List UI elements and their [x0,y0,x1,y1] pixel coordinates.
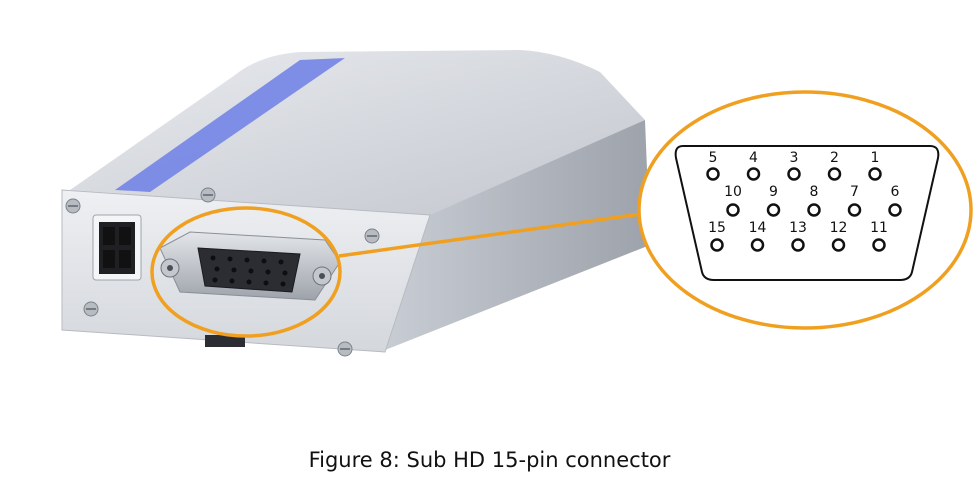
power-connector [92,214,142,281]
vga-connector [159,231,341,301]
pin-label: 9 [769,184,778,200]
pin-grid: 5 4 3 2 1 10 9 8 7 6 15 14 13 12 11 [706,150,902,252]
modem-top-surface [70,50,645,215]
screw-icon [65,198,81,214]
pin-label: 1 [871,150,880,166]
screw-icon [337,341,353,357]
pin-hole [710,238,724,252]
zoom-circle [637,90,973,330]
pin-hole [807,203,821,217]
pin-hole [766,203,781,217]
screw-icon [83,301,99,317]
modem-device [61,50,650,357]
pin-hole [787,167,801,181]
pin-label: 11 [870,220,888,236]
pin-label: 4 [749,150,758,166]
screw-icon [200,187,216,203]
pin-hole [750,238,765,252]
pin-hole [888,203,902,217]
modem-side-surface [380,120,650,352]
pin-label: 15 [708,220,726,236]
pin-hole [847,203,862,217]
pin-label: 10 [724,184,742,200]
callout-line [338,212,642,258]
screw-icon [364,228,380,244]
pin-hole [872,238,886,252]
bottom-clip [205,335,245,347]
pin-hole [706,167,720,181]
d-sub-outline [674,145,940,281]
pin-label: 2 [830,150,839,166]
pin-hole [726,203,740,217]
pin-label: 5 [709,150,718,166]
pin-label: 14 [749,220,767,236]
pin-label: 12 [830,220,848,236]
pin-hole [746,167,761,181]
pin-label: 8 [810,184,819,200]
pin-label: 6 [891,184,900,200]
pin-hole [868,167,882,181]
pin-hole [831,238,846,252]
pin-label: 7 [850,184,859,200]
pin-label: 3 [790,150,799,166]
pin-hole [827,167,842,181]
figure-caption: Figure 8: Sub HD 15-pin connector [308,448,671,472]
pin-label: 13 [789,220,807,236]
led-strip [115,58,345,192]
pin-hole [791,238,805,252]
pinout-callout: 5 4 3 2 1 10 9 8 7 6 15 14 13 12 11 [637,90,973,330]
highlight-ellipse [150,206,342,338]
